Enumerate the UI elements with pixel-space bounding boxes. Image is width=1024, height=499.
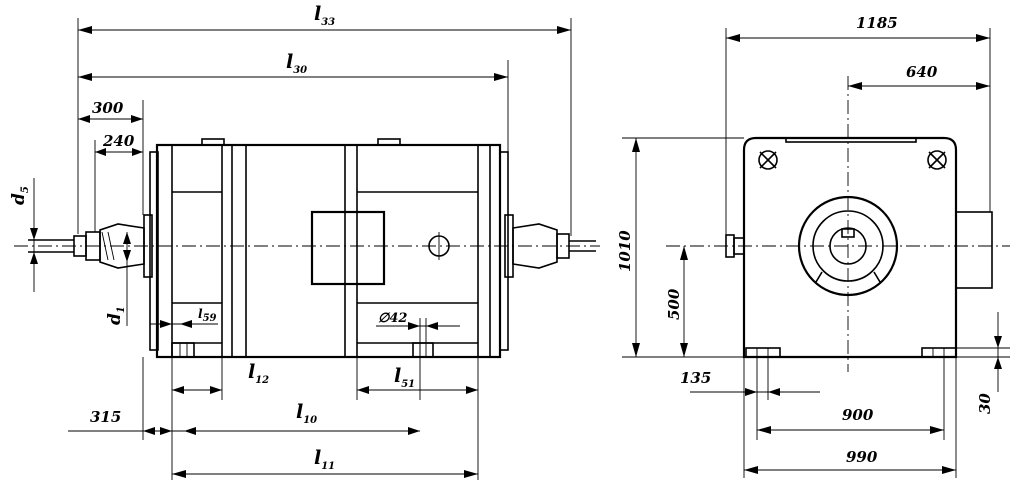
- label-l10: l10: [296, 401, 317, 426]
- lifting-eye-left: [758, 150, 778, 170]
- label-990: 990: [846, 448, 878, 466]
- label-l30: l30: [286, 51, 307, 76]
- lifting-eye-right: [927, 150, 947, 170]
- label-l11: l11: [314, 447, 335, 472]
- side-view: l33 l30 300 240 d5 d1 l59 ∅42 l12 l51 31…: [9, 3, 600, 480]
- label-l12: l12: [248, 361, 269, 386]
- label-l51: l51: [394, 365, 415, 390]
- end-view: 1185 640 1010 500 30 135 900 990: [616, 14, 1010, 478]
- label-d5: d5: [9, 186, 31, 205]
- label-500: 500: [665, 288, 683, 320]
- label-l59: l59: [198, 307, 217, 324]
- label-900: 900: [842, 406, 874, 424]
- terminal-box: [310, 210, 386, 286]
- side-terminal-box: [955, 211, 993, 289]
- label-300: 300: [92, 99, 124, 117]
- label-315: 315: [90, 408, 121, 426]
- label-135: 135: [680, 369, 711, 387]
- label-240: 240: [102, 132, 135, 150]
- right-shaft-cone: [512, 223, 558, 269]
- label-30: 30: [976, 393, 994, 414]
- end-body-outline: [742, 136, 958, 359]
- label-d1: d1: [105, 306, 127, 325]
- label-1185: 1185: [856, 14, 898, 32]
- label-640: 640: [906, 63, 938, 81]
- label-phi42: ∅42: [378, 311, 407, 326]
- label-1010: 1010: [616, 230, 634, 272]
- label-l33: l33: [314, 3, 335, 28]
- left-shaft-cone: [99, 223, 145, 269]
